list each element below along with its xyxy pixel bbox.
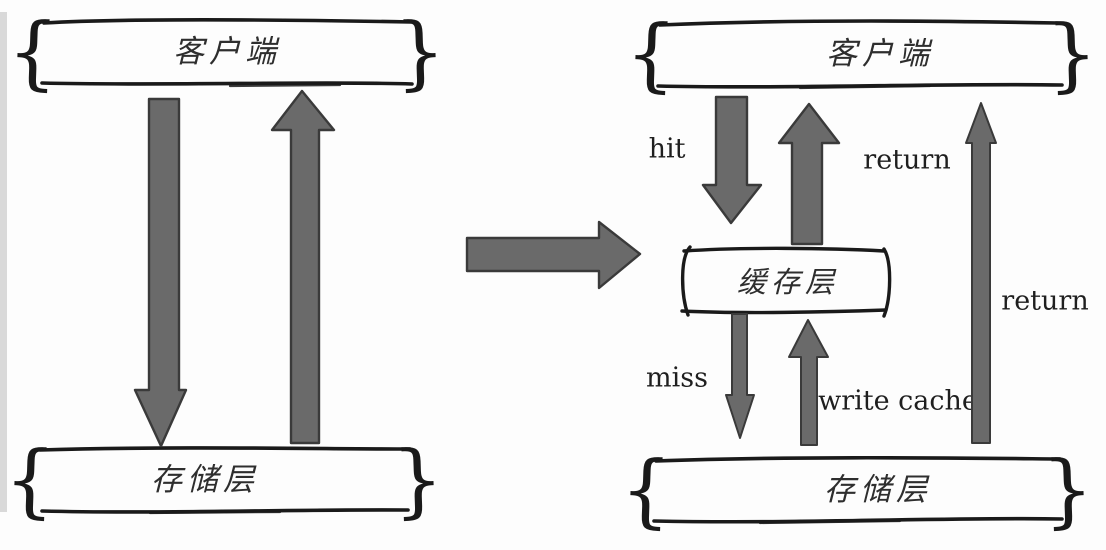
left-client-box-bottom-line: [40, 81, 414, 86]
right-storage-box-bottom-line-overdraw: [758, 519, 902, 525]
right-cache-box-top-line: [682, 246, 886, 253]
left-response-up-arrow: [270, 89, 336, 445]
right-storage-box-open-brace: {: [619, 443, 673, 538]
right-client-box-bottom-line-overdraw: [798, 84, 932, 90]
right-client-box-bottom-line: [656, 82, 1064, 89]
left-storage-box: { } 存储层: [3, 433, 445, 528]
left-client-box-label: 客户端: [173, 34, 281, 70]
left-client-box-bottom-line-overdraw: [228, 83, 342, 88]
hit-down-arrow: [701, 95, 763, 225]
right-client-box-close-brace: }: [1045, 7, 1099, 102]
write-cache-label: write cache: [818, 386, 978, 417]
right-storage-box: { } 存储层: [619, 443, 1095, 538]
hit-label: hit: [649, 134, 686, 165]
left-client-box-top-line: [42, 18, 413, 25]
write-cache-up-arrow: [788, 319, 829, 446]
miss-label: miss: [646, 363, 708, 394]
miss-down-arrow: [725, 313, 755, 439]
right-cache-box-bottom-line: [680, 308, 888, 315]
left-client-box-close-brace: }: [393, 5, 447, 100]
right-cache-box-left-bracket: [680, 245, 692, 317]
cache-return-label: return: [863, 145, 950, 176]
left-storage-box-bottom-line: [40, 508, 410, 514]
right-cache-box-label: 缓存层: [737, 265, 839, 299]
scan-edge-artifact: [0, 12, 7, 512]
left-storage-box-label: 存储层: [151, 462, 259, 498]
right-storage-box-label: 存储层: [824, 472, 932, 508]
right-storage-box-top-line: [654, 455, 1062, 463]
cache-return-up-arrow: [777, 102, 841, 246]
right-client-box: { } 客户端: [624, 7, 1099, 102]
right-cache-box-right-bracket: [882, 247, 892, 318]
right-client-box-label: 客户端: [826, 36, 934, 72]
storage-return-label: return: [1001, 286, 1088, 317]
evolution-right-arrow: [465, 220, 642, 290]
right-panel: { } 客户端 缓存层 { } 存储层 hit return mi: [619, 7, 1099, 538]
right-client-box-open-brace: {: [624, 7, 678, 102]
left-storage-box-open-brace: {: [3, 433, 57, 528]
left-request-down-arrow: [133, 97, 188, 448]
left-storage-box-bottom-line-overdraw: [148, 510, 282, 515]
left-panel: { } 客户端 { } 存储层: [3, 5, 447, 528]
left-client-box: { } 客户端: [6, 5, 447, 100]
right-storage-box-close-brace: }: [1041, 443, 1095, 538]
right-cache-box: 缓存层: [680, 245, 892, 318]
left-storage-box-close-brace: }: [391, 433, 445, 528]
left-client-box-open-brace: {: [6, 5, 60, 100]
storage-return-up-arrow: [965, 102, 997, 444]
right-client-box-top-line: [658, 19, 1060, 27]
left-storage-box-top-line: [38, 446, 412, 452]
